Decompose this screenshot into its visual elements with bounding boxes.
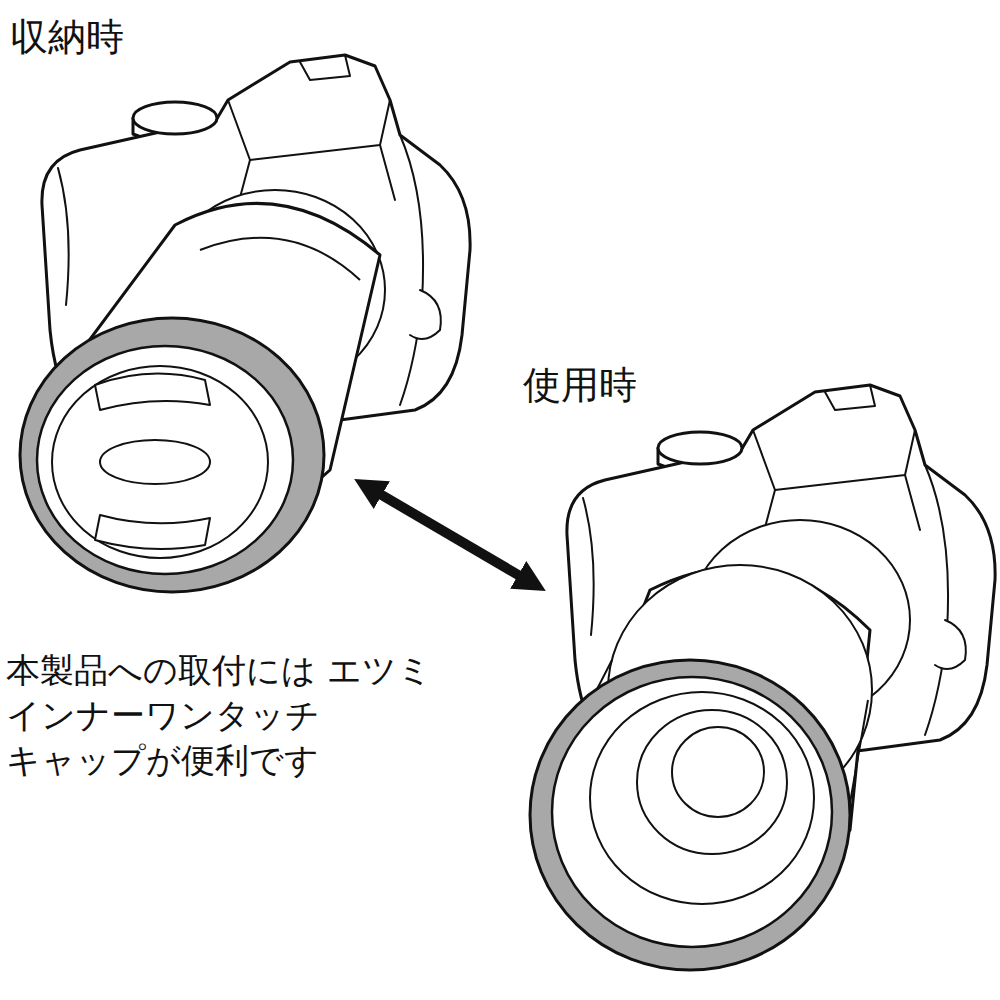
note-text: 本製品への取付には エツミ インナーワンタッチ キャップが便利です xyxy=(6,648,466,783)
state-label: 使用時 xyxy=(523,360,637,410)
lens-in-use xyxy=(530,565,872,970)
double-arrow xyxy=(368,487,532,583)
state-label: 収納時 xyxy=(10,12,124,62)
lens-stored xyxy=(20,203,380,592)
